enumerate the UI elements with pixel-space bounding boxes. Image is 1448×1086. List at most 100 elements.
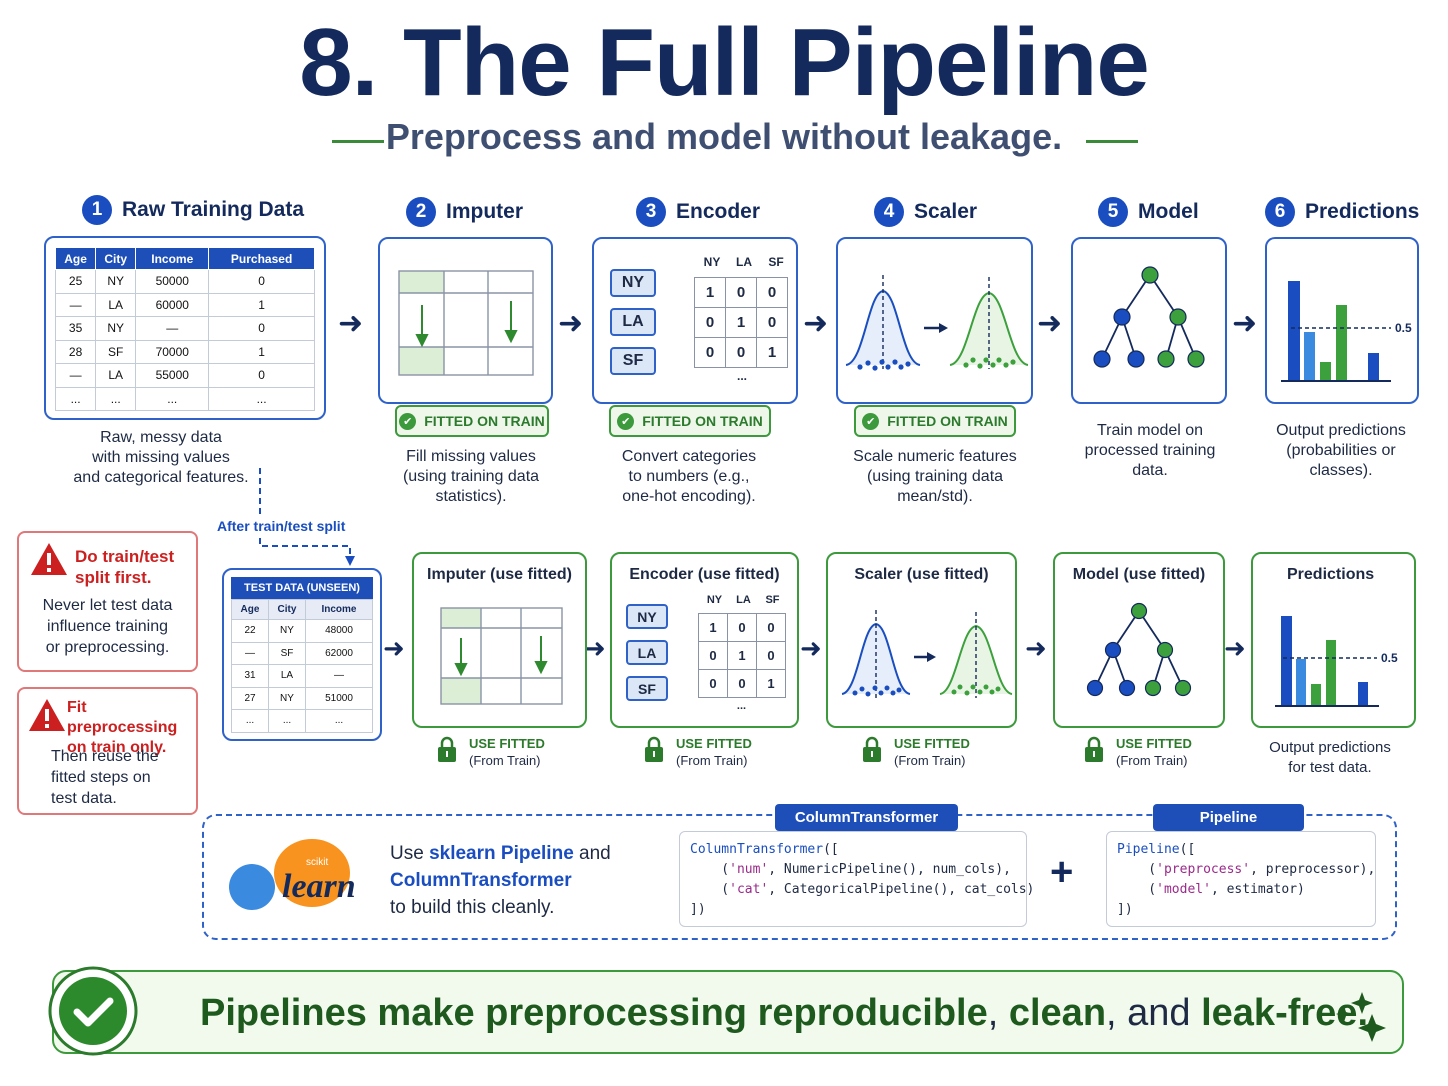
- check-icon: ✔: [617, 412, 635, 430]
- step-number: 6: [1265, 197, 1295, 227]
- lock-icon: [645, 736, 663, 762]
- check-icon: ✔: [399, 412, 417, 430]
- warning-icon: [29, 699, 65, 731]
- badge-label: FITTED ON TRAIN: [424, 413, 545, 429]
- table-cell: —: [305, 664, 373, 688]
- use-fitted-title: USE FITTED: [894, 736, 970, 751]
- desc-line: Fill missing values: [406, 448, 536, 465]
- card-title: Imputer (use fitted): [427, 566, 572, 583]
- matrix-cell: 1: [698, 613, 728, 642]
- card-title: Model (use fitted): [1072, 566, 1206, 583]
- onehot-header: SF: [765, 594, 780, 606]
- table-cell: 0: [208, 363, 315, 388]
- matrix-cell: 0: [698, 641, 728, 670]
- use-fitted-label: USE FITTED(From Train): [1084, 735, 1192, 769]
- table-cell: —: [54, 292, 97, 317]
- use-fitted-label: USE FITTED (From Train): [644, 735, 752, 769]
- step-number: 4: [874, 197, 904, 227]
- onehot-header: SF: [768, 255, 784, 269]
- code-string: 'num': [729, 862, 769, 877]
- prediction-bars-icon: 0.5: [1281, 281, 1412, 382]
- footer-text: .: [1357, 992, 1368, 1034]
- flow-arrow-icon: ➜: [558, 307, 584, 340]
- card-title: Scaler (use fitted): [854, 566, 989, 583]
- desc-line: (using training data: [866, 468, 1004, 485]
- decision-tree-icon: [1086, 602, 1192, 697]
- table-cell: 62000: [305, 641, 373, 665]
- category-chip-ny: NY: [626, 604, 668, 629]
- table-header: City: [268, 599, 306, 620]
- fitted-on-train-badge: ✔ FITTED ON TRAIN: [395, 405, 549, 437]
- fitted-on-train-badge: ✔FITTED ON TRAIN: [609, 405, 771, 437]
- encoder-fitted-card: Encoder (use fitted) NY LA SF NY LA SF 1…: [610, 552, 799, 728]
- table-cell: 51000: [305, 686, 373, 710]
- sklearn-pipeline-highlight: sklearn Pipeline: [429, 843, 574, 864]
- table-cell: 70000: [135, 339, 210, 364]
- desc-line: processed training: [1084, 442, 1216, 459]
- table-cell: ...: [305, 709, 373, 733]
- category-chip-sf: SF: [610, 347, 656, 375]
- use-fitted-subtitle: (From Train): [676, 753, 748, 768]
- table-cell: LA: [268, 664, 306, 688]
- code-text: ([: [823, 842, 839, 857]
- matrix-cell: 0: [756, 277, 788, 308]
- footer-highlight: reproducible: [757, 992, 988, 1034]
- table-cell: 48000: [305, 619, 373, 643]
- desc-line: Output predictions: [1269, 739, 1391, 756]
- step-number: 2: [406, 197, 436, 227]
- matrix-cell: 1: [727, 641, 757, 670]
- code-text: ([: [1179, 842, 1196, 857]
- matrix-cell: 0: [698, 669, 728, 698]
- matrix-cell: 0: [727, 613, 757, 642]
- step-number: 5: [1098, 197, 1128, 227]
- warning-body: Never let test data: [42, 597, 173, 614]
- warning-title: split first.: [75, 568, 152, 587]
- table-row: .........: [231, 709, 373, 733]
- table-cell: 0: [208, 269, 315, 294]
- page-subtitle: Preprocess and model without leakage.: [385, 116, 1063, 157]
- split-label: After train/test split: [215, 518, 348, 534]
- matrix-cell: 1: [725, 307, 757, 338]
- page-title: 8. The Full Pipeline: [299, 9, 1149, 116]
- matrix-cell: 0: [756, 307, 788, 338]
- subtitle-rule-right: [1086, 140, 1138, 143]
- test-data-title: TEST DATA (UNSEEN): [231, 577, 373, 599]
- use-fitted-title: USE FITTED: [1116, 736, 1192, 751]
- onehot-header: LA: [736, 594, 751, 606]
- desc-line: Output predictions: [1276, 422, 1406, 439]
- desc-line: and categorical features.: [73, 469, 249, 486]
- imputer-card: [378, 237, 553, 404]
- lock-icon: [863, 736, 881, 762]
- flow-arrow-icon: ➜: [1232, 307, 1258, 340]
- footer-message: Pipelines make preprocessing reproducibl…: [200, 992, 1368, 1035]
- code-string: 'preprocess': [1156, 862, 1251, 877]
- decision-tree-icon: [1093, 266, 1205, 368]
- table-cell: ...: [268, 709, 306, 733]
- table-header: City: [95, 247, 137, 270]
- table-cell: 55000: [135, 363, 210, 388]
- flow-arrow-icon: ➜: [383, 633, 405, 663]
- matrix-cell: 0: [727, 669, 757, 698]
- category-chip-ny: NY: [610, 269, 656, 297]
- model-fitted-card: Model (use fitted): [1053, 552, 1225, 728]
- subtitle-rule-left: [332, 140, 384, 143]
- use-fitted-title: USE FITTED: [676, 736, 752, 751]
- table-row: ............: [54, 386, 315, 411]
- code-text: , NumericPipeline(), num_cols),: [768, 862, 1011, 877]
